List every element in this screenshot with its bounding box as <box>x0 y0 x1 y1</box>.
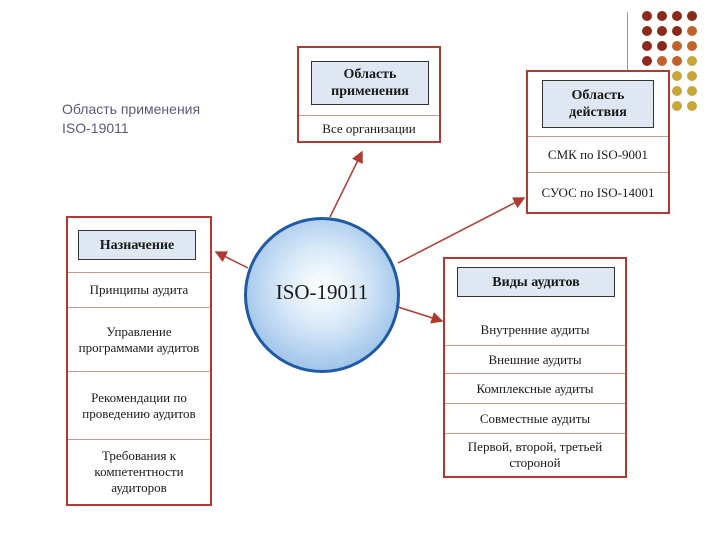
purpose-box-header: Назначение <box>78 230 196 260</box>
arrow-to-audit-types <box>397 306 444 324</box>
scope-box-header: Область применения <box>311 61 429 105</box>
decorative-dot <box>672 56 682 66</box>
decorative-dot <box>687 71 697 81</box>
slide-caption: Область применения ISO-19011 <box>62 101 201 136</box>
center-label: ISO-19011 <box>275 280 369 304</box>
audit-type-item: Совместные аудиты <box>445 403 625 433</box>
action-item: СМК по ISO-9001 <box>528 136 668 172</box>
decorative-dot <box>672 86 682 96</box>
decorative-dot <box>657 41 667 51</box>
audit-type-item: Первой, второй, третьей стороной <box>445 433 625 476</box>
audit-type-item: Внешние аудиты <box>445 345 625 373</box>
decorative-dot <box>657 56 667 66</box>
decorative-dot <box>672 26 682 36</box>
audit-type-item: Комплексные аудиты <box>445 373 625 403</box>
decorative-divider-line <box>627 12 628 120</box>
decorative-dot <box>657 11 667 21</box>
purpose-item: Управление программами аудитов <box>68 307 210 371</box>
action-box-header: Область действия <box>542 80 654 128</box>
decorative-dot <box>657 26 667 36</box>
decorative-dot <box>642 11 652 21</box>
center-circle <box>244 217 400 373</box>
decorative-dot <box>642 56 652 66</box>
decorative-dot <box>642 26 652 36</box>
decorative-dot <box>672 41 682 51</box>
decorative-dot <box>642 41 652 51</box>
decorative-dot <box>672 71 682 81</box>
decorative-dot <box>687 56 697 66</box>
decorative-dot <box>672 11 682 21</box>
decorative-dot <box>687 26 697 36</box>
decorative-dot <box>672 101 682 111</box>
purpose-item: Принципы аудита <box>68 272 210 307</box>
scope-box: Область применения Все организации <box>297 46 441 143</box>
purpose-item: Рекомендации по проведению аудитов <box>68 371 210 439</box>
decorative-dot <box>687 11 697 21</box>
audit-type-item: Внутренние аудиты <box>480 322 590 337</box>
decorative-dot <box>687 86 697 96</box>
audit-types-box: Виды аудитов Внутренние аудиты Внешние а… <box>443 257 627 478</box>
decorative-dot <box>687 41 697 51</box>
arrow-to-scope <box>329 150 363 218</box>
arrow-to-purpose <box>214 251 249 269</box>
scope-item: Все организации <box>299 115 439 141</box>
decorative-dot <box>687 101 697 111</box>
action-item: СУОС по ISO-14001 <box>528 172 668 212</box>
purpose-box: Назначение Принципы аудита Управление пр… <box>66 216 212 506</box>
arrow-to-action <box>397 197 526 264</box>
audit-types-box-header: Виды аудитов <box>457 267 615 297</box>
purpose-item: Требования к компетентности аудиторов <box>68 439 210 504</box>
action-box: Область действия СМК по ISO-9001 СУОС по… <box>526 70 670 214</box>
